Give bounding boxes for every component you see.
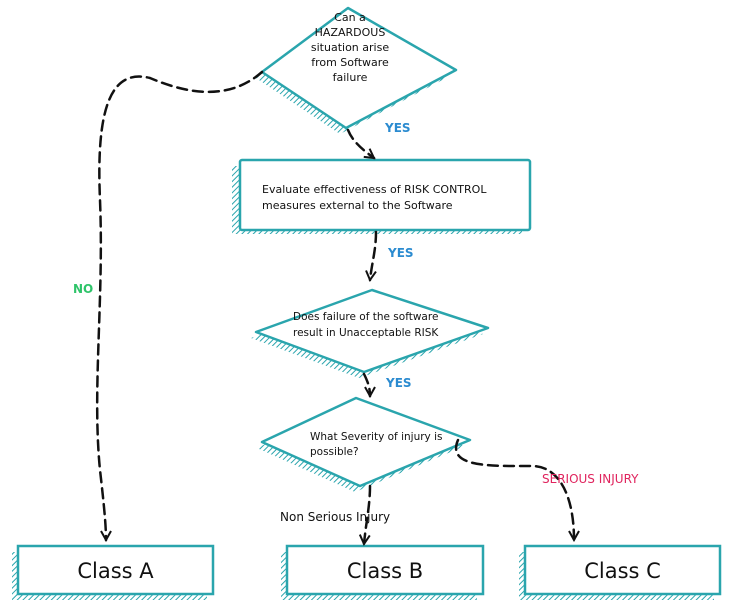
class-b-box bbox=[281, 544, 485, 600]
class-a-box bbox=[12, 544, 215, 600]
risk-decision-diamond bbox=[251, 288, 490, 378]
risk-question-text: Does failure of the software result in U… bbox=[293, 311, 439, 339]
yes-label-3: YES bbox=[386, 376, 412, 390]
serious-injury-label: SERIOUS INJURY bbox=[542, 472, 639, 486]
severity-question-text: What Severity of injury is possible? bbox=[310, 431, 443, 458]
connector-serious bbox=[454, 438, 574, 540]
hazard-question-text: Can a HAZARDOUS situation arise from Sof… bbox=[310, 11, 390, 84]
yes-label-2: YES bbox=[388, 246, 414, 260]
yes-label-1: YES bbox=[385, 121, 411, 135]
severity-decision-diamond bbox=[257, 396, 472, 492]
risk-control-text: Evaluate effectiveness of RISK CONTROL m… bbox=[262, 183, 487, 212]
non-serious-injury-label: Non Serious Injury bbox=[280, 510, 391, 524]
hazard-decision-diamond bbox=[256, 6, 458, 134]
class-c-label: Class C bbox=[584, 559, 661, 583]
connector-yes-2 bbox=[370, 230, 378, 280]
connector-non-serious bbox=[364, 484, 372, 544]
risk-control-process-box bbox=[232, 158, 532, 234]
connector-yes-3 bbox=[362, 372, 370, 396]
connector-no-to-class-a bbox=[95, 70, 264, 540]
class-a-label: Class A bbox=[77, 559, 154, 583]
connector-yes-1 bbox=[346, 128, 374, 160]
class-b-label: Class B bbox=[346, 559, 424, 583]
no-label: NO bbox=[73, 282, 94, 296]
class-c-box bbox=[519, 544, 722, 600]
